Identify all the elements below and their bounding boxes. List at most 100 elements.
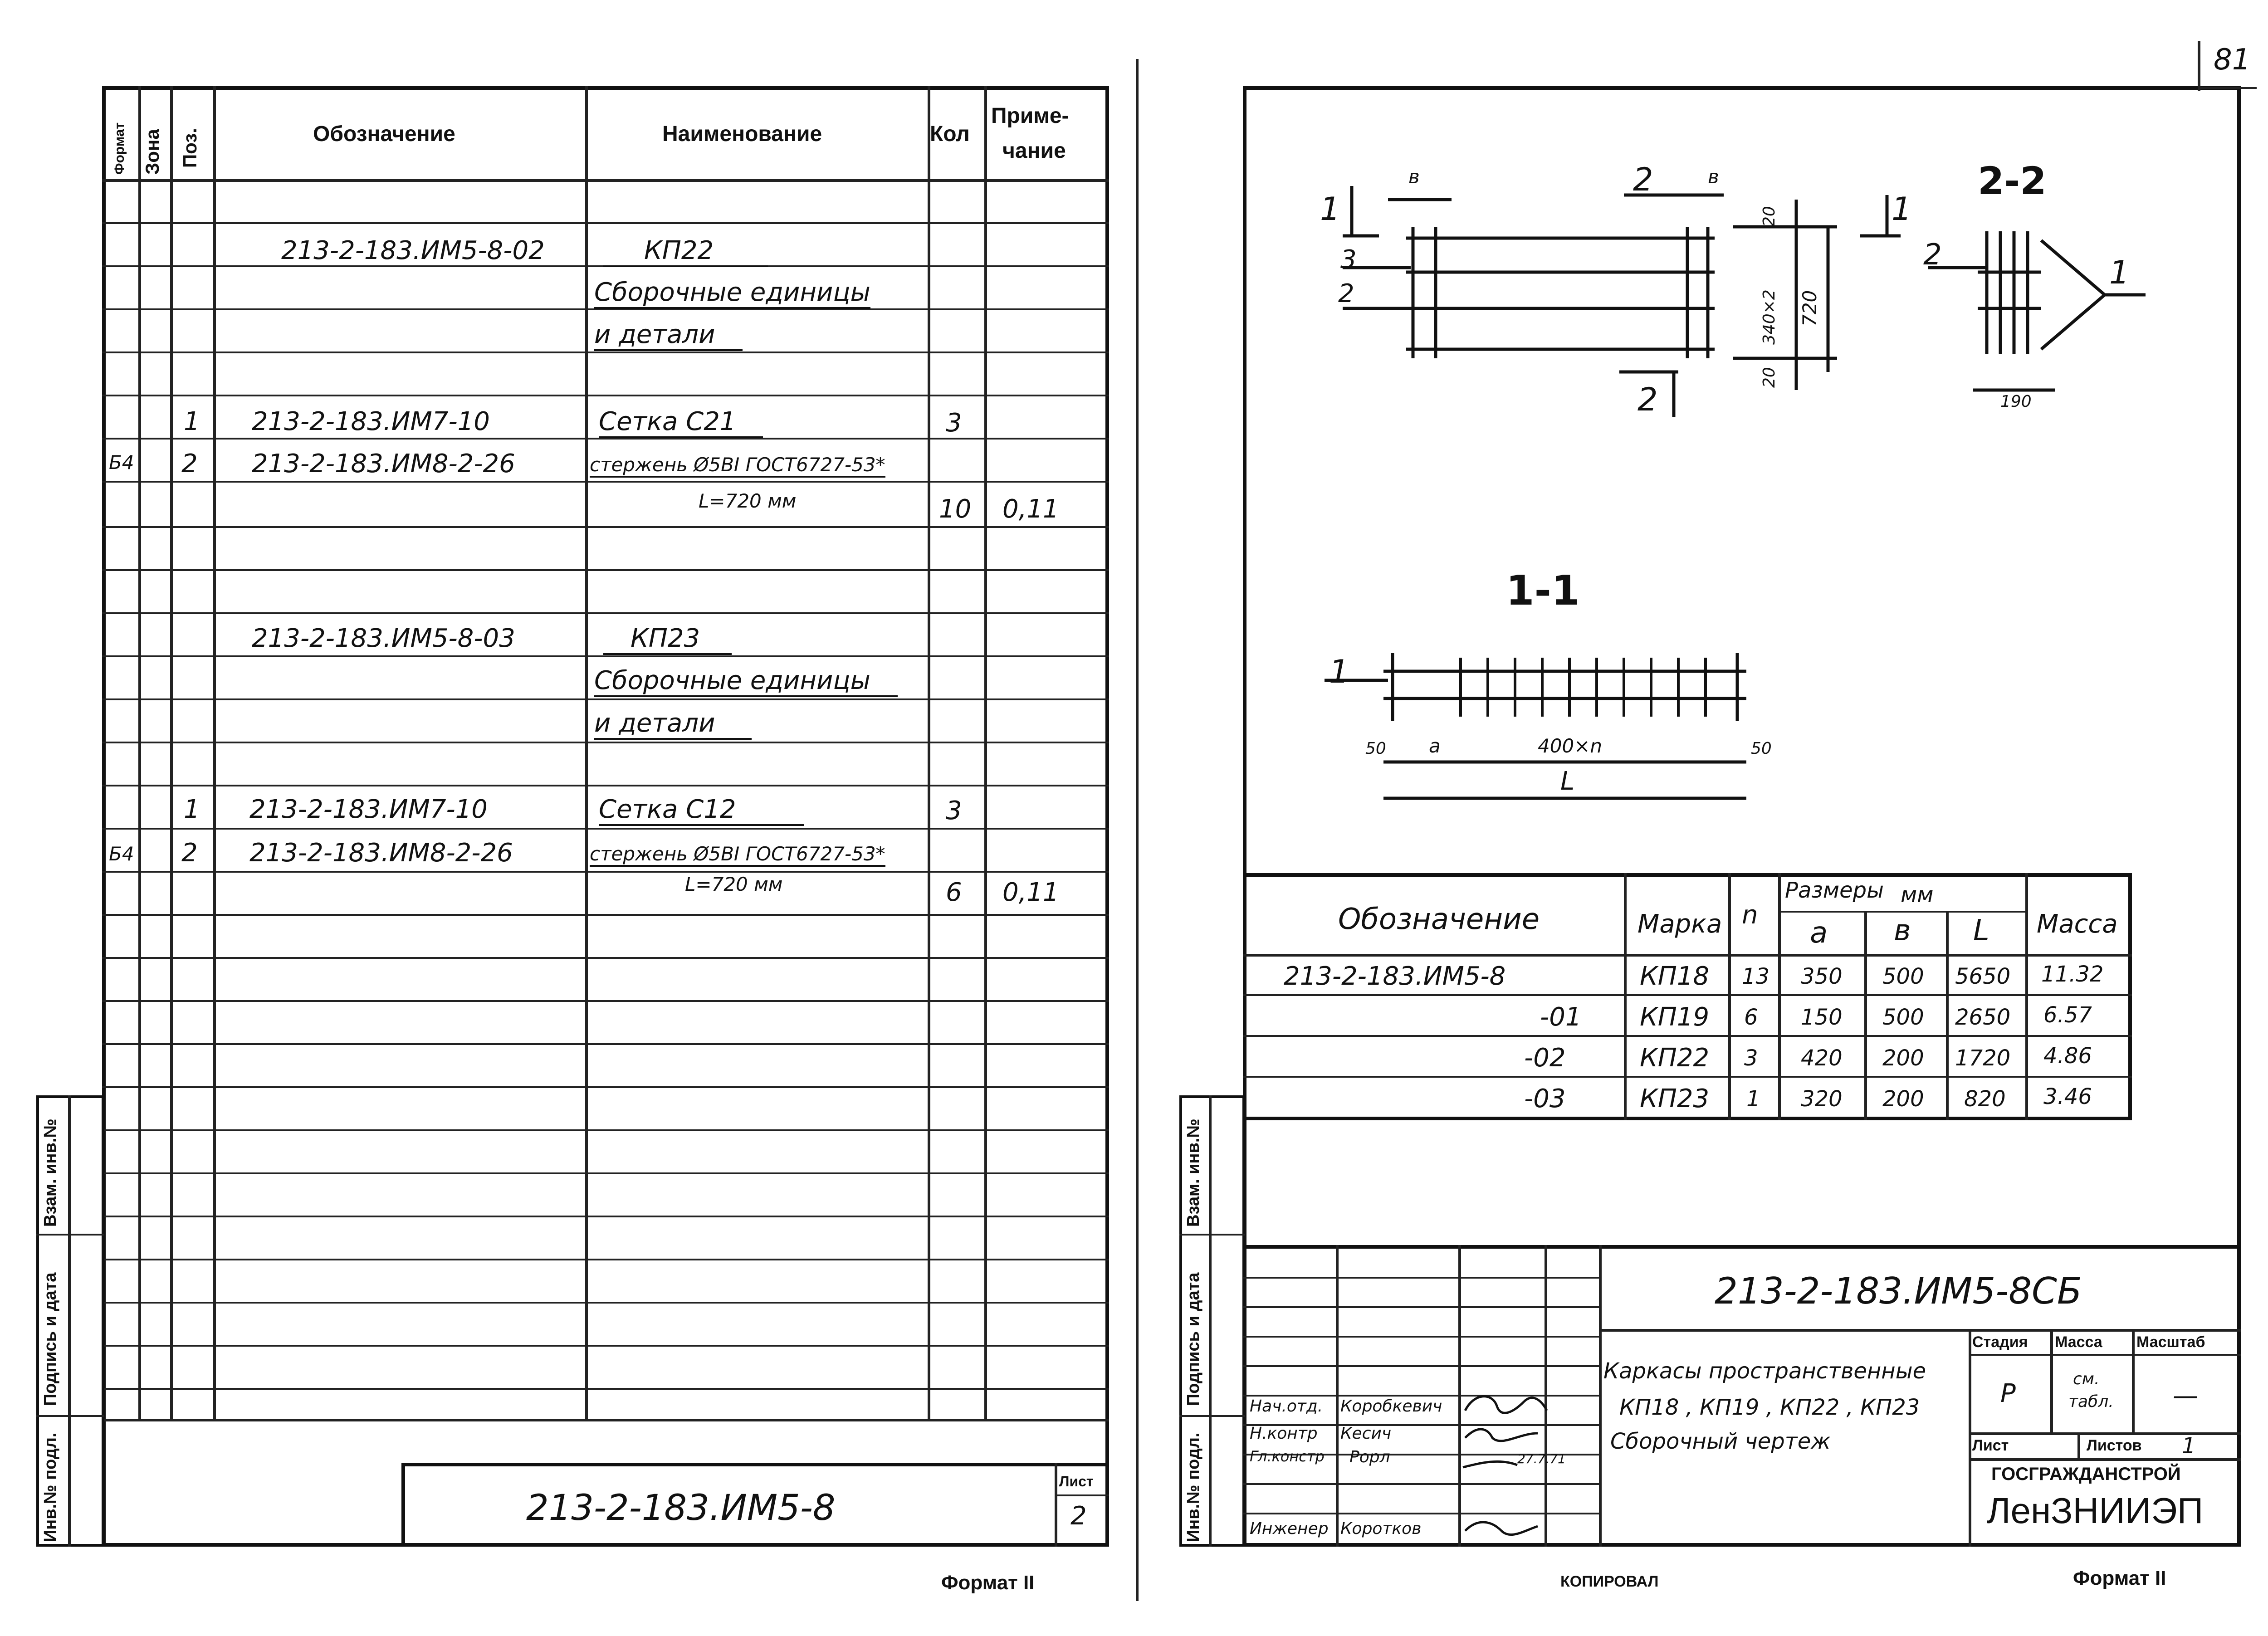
left-format-label: Формат II <box>941 1572 1035 1594</box>
table-col-line <box>1864 912 1867 1120</box>
callout-1: 1 <box>1320 190 1340 228</box>
staff-role: Нач.отд. <box>1250 1397 1323 1416</box>
table-header-mm: мм <box>1901 882 1934 908</box>
callout-2: 2 <box>1338 279 1354 308</box>
row-name: Сборочные единицы <box>594 666 898 697</box>
row-note: 0,11 <box>1002 878 1059 907</box>
title-block-line <box>1969 1432 2241 1435</box>
table-row-designation: 213-2-183.ИМ5-8 <box>1284 962 1506 991</box>
row-name: стержень Ø5ВI ГОСТ6727-53* <box>590 843 885 867</box>
scale-value: — <box>2173 1381 2198 1411</box>
row-designation: 213-2-183.ИМ8-2-26 <box>249 838 513 868</box>
staff-role: Гл.констр <box>1250 1448 1325 1465</box>
row-designation: 213-2-183.ИМ7-10 <box>249 795 488 824</box>
staff-role: Н.контр <box>1250 1424 1318 1443</box>
dim-a: а <box>1429 735 1441 757</box>
header-designation: Обозначение <box>313 122 455 146</box>
table-row-a: 420 <box>1801 1045 1843 1071</box>
row-pos: 1 <box>184 795 200 824</box>
row-name: Сетка С12 <box>599 795 804 826</box>
table-row-n: 3 <box>1744 1045 1758 1071</box>
stage-label: Стадия <box>1972 1333 2028 1351</box>
table-row-L: 2650 <box>1955 1005 2011 1030</box>
table-col-line <box>1778 873 1781 1120</box>
row-designation: 213-2-183.ИМ5-8-03 <box>252 624 515 653</box>
title-block-line <box>1599 1329 2241 1332</box>
table-col-line <box>1728 873 1731 1120</box>
table-header-mark: Марка <box>1637 909 1722 939</box>
page-number-mark <box>2198 41 2200 91</box>
callout-2: 2 <box>1637 381 1658 418</box>
stamp-divider <box>68 1095 71 1547</box>
title-block-line <box>1599 1245 1602 1547</box>
org-line-1: Госгражданстрой <box>1991 1464 2181 1484</box>
doc-title-line-2: КП18 , КП19 , КП22 , КП23 <box>1619 1395 1920 1420</box>
left-header-divider <box>102 179 1109 182</box>
title-block-line <box>1243 1513 1599 1514</box>
table-header-n: n <box>1742 900 1758 930</box>
footer-sheet-number: 2 <box>1070 1501 1087 1531</box>
title-block-line <box>1969 1458 2241 1461</box>
signature-date: 27.7.71 <box>1517 1451 1566 1466</box>
stamp-divider <box>1179 1415 1245 1417</box>
doc-code: 213-2-183.ИМ5-8СБ <box>1715 1270 2082 1312</box>
row-name: и детали <box>594 320 743 351</box>
table-row-a: 150 <box>1801 1005 1843 1030</box>
col-line <box>213 86 216 1420</box>
callout-1: 1 <box>2109 254 2130 291</box>
table-row-L: 1720 <box>1955 1045 2011 1071</box>
table-row-a: 350 <box>1801 964 1843 989</box>
mass-label: Масса <box>2055 1333 2102 1351</box>
title-block-line <box>1243 1424 1599 1426</box>
row-designation: 213-2-183.ИМ5-8-02 <box>281 236 545 265</box>
row-name: Сборочные единицы <box>594 278 870 309</box>
row-name: КП22 <box>603 236 768 267</box>
scale-label: Масштаб <box>2136 1333 2205 1351</box>
sheets-value: 1 <box>2182 1433 2196 1459</box>
dim-b: в <box>1708 166 1719 188</box>
table-row-designation: -01 <box>1540 1002 1582 1032</box>
callout-2: 2 <box>1633 161 1653 198</box>
stamp-divider <box>1179 1234 1245 1236</box>
title-block-line <box>1969 1354 2241 1356</box>
row-designation: 213-2-183.ИМ8-2-26 <box>252 449 515 479</box>
table-row-line <box>1243 1035 2132 1037</box>
title-block-line <box>2077 1433 2080 1458</box>
dim-50: 50 <box>1365 739 1386 758</box>
row-qty: 3 <box>946 408 962 438</box>
title-block-line <box>1243 1483 1599 1485</box>
row-qty: 6 <box>946 878 962 907</box>
right-side-stamp <box>1179 1095 1245 1547</box>
dim-400n: 400×n <box>1538 735 1602 757</box>
dim-b: в <box>1408 166 1420 188</box>
title-block-line <box>1243 1306 1599 1308</box>
header-qty: Кол <box>930 122 970 146</box>
fold-line <box>1136 59 1139 1601</box>
col-line <box>984 86 987 1420</box>
table-row-mark: КП19 <box>1640 1002 1710 1032</box>
table-row-mark: КП23 <box>1640 1084 1710 1113</box>
col-line <box>170 86 173 1420</box>
table-header-designation: Обозначение <box>1338 903 1540 936</box>
row-qty: 10 <box>939 494 972 524</box>
footer-code: 213-2-183.ИМ5-8 <box>526 1488 836 1529</box>
row-qty: 3 <box>946 796 962 825</box>
doc-title-line-1: Каркасы пространственные <box>1603 1358 1926 1384</box>
table-row-b: 200 <box>1882 1086 1924 1112</box>
table-header-sizes: Размеры <box>1785 878 1884 903</box>
table-header-mass: Масса <box>2037 909 2118 939</box>
staff-name: Рорл <box>1349 1448 1390 1466</box>
mass-value-2: табл. <box>2068 1392 2114 1411</box>
row-name: КП23 <box>603 624 732 655</box>
copied-label: Копировал <box>1560 1573 1659 1590</box>
staff-name: Коротков <box>1340 1519 1422 1538</box>
row-designation: 213-2-183.ИМ7-10 <box>252 407 490 436</box>
table-row-line <box>1243 994 2132 996</box>
table-row-designation: -03 <box>1524 1084 1566 1113</box>
table-row-a: 320 <box>1801 1086 1843 1112</box>
title-block-line <box>1243 1395 1599 1397</box>
table-row-b: 500 <box>1882 964 1924 989</box>
stage-value: Р <box>2000 1379 2016 1408</box>
